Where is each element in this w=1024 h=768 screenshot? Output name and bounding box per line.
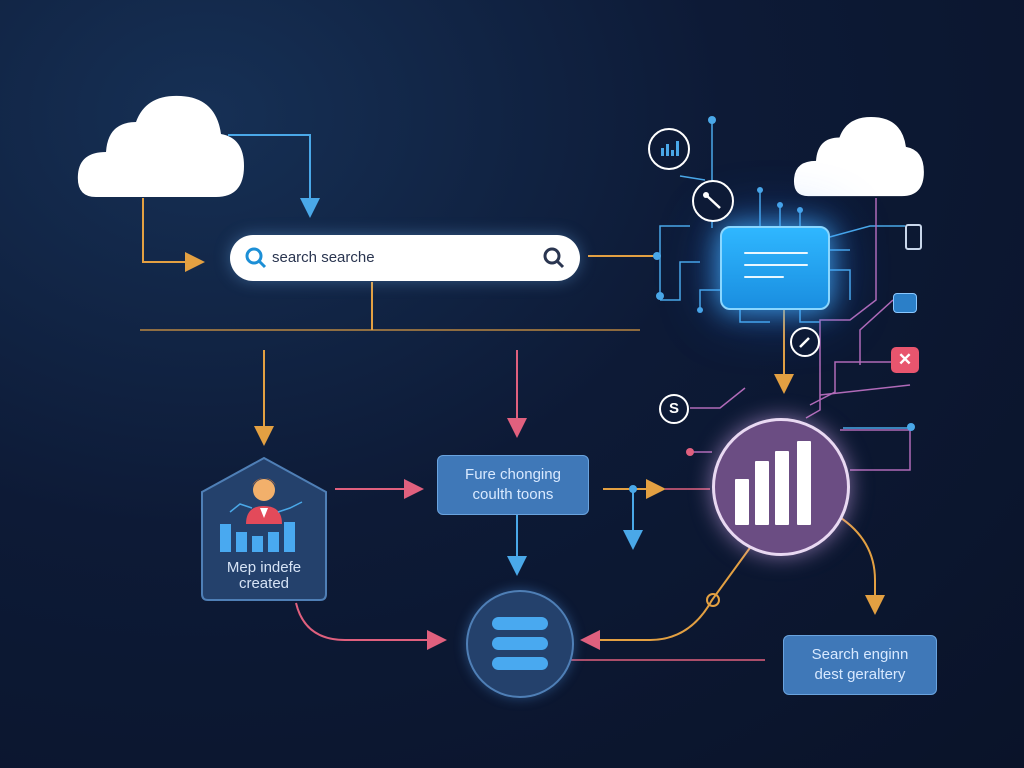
pencil-icon[interactable] (790, 327, 820, 357)
pin-icon[interactable] (893, 293, 917, 313)
chart-bar (775, 451, 789, 525)
database-disk (492, 657, 548, 670)
chart-bar (735, 479, 749, 525)
search-engine-card[interactable]: Search enginn dest geraltery (783, 635, 937, 695)
process-card-line2: coulth toons (472, 486, 554, 503)
server-card[interactable] (720, 226, 830, 310)
connector-cloud-to-search (142, 198, 205, 272)
text-line (744, 276, 784, 278)
user-chart-label-line2: created (238, 575, 290, 592)
chart-mini-icon[interactable] (648, 128, 690, 170)
cloud-icon (77, 95, 245, 197)
cloud-icon (793, 117, 924, 197)
chart-bar (797, 441, 811, 525)
user-chart-label: Mep indefe created (200, 560, 328, 592)
close-icon[interactable]: ✕ (891, 347, 919, 373)
chart-bar (755, 461, 769, 525)
user-chart-card[interactable]: Mep indefe created (200, 456, 328, 602)
search-icon (245, 247, 267, 269)
phone-icon (905, 224, 922, 250)
process-card[interactable]: Fure chonging coulth toons (437, 455, 589, 515)
database-disk (492, 617, 548, 630)
dollar-icon[interactable]: S (659, 394, 689, 424)
text-line (744, 252, 808, 254)
connector-top-arrow (228, 134, 320, 218)
search-icon[interactable] (542, 246, 566, 270)
search-bar[interactable]: search searche (230, 235, 580, 281)
wrench-icon[interactable] (692, 180, 734, 222)
search-input-text[interactable]: search searche (272, 249, 375, 266)
search-engine-line2: dest geraltery (814, 666, 906, 683)
user-icon (246, 478, 282, 524)
process-card-line1: Fure chonging (465, 466, 561, 483)
database-disk (492, 637, 548, 650)
user-chart-label-line1: Mep indefe (226, 559, 302, 576)
search-engine-line1: Search enginn (811, 646, 909, 663)
bar-chart-icon[interactable] (712, 418, 850, 556)
bar-chart-icon (220, 522, 295, 552)
circuit-traces (659, 120, 905, 323)
violet-traces (690, 198, 911, 471)
text-line (744, 264, 808, 266)
database-icon[interactable] (466, 590, 574, 698)
